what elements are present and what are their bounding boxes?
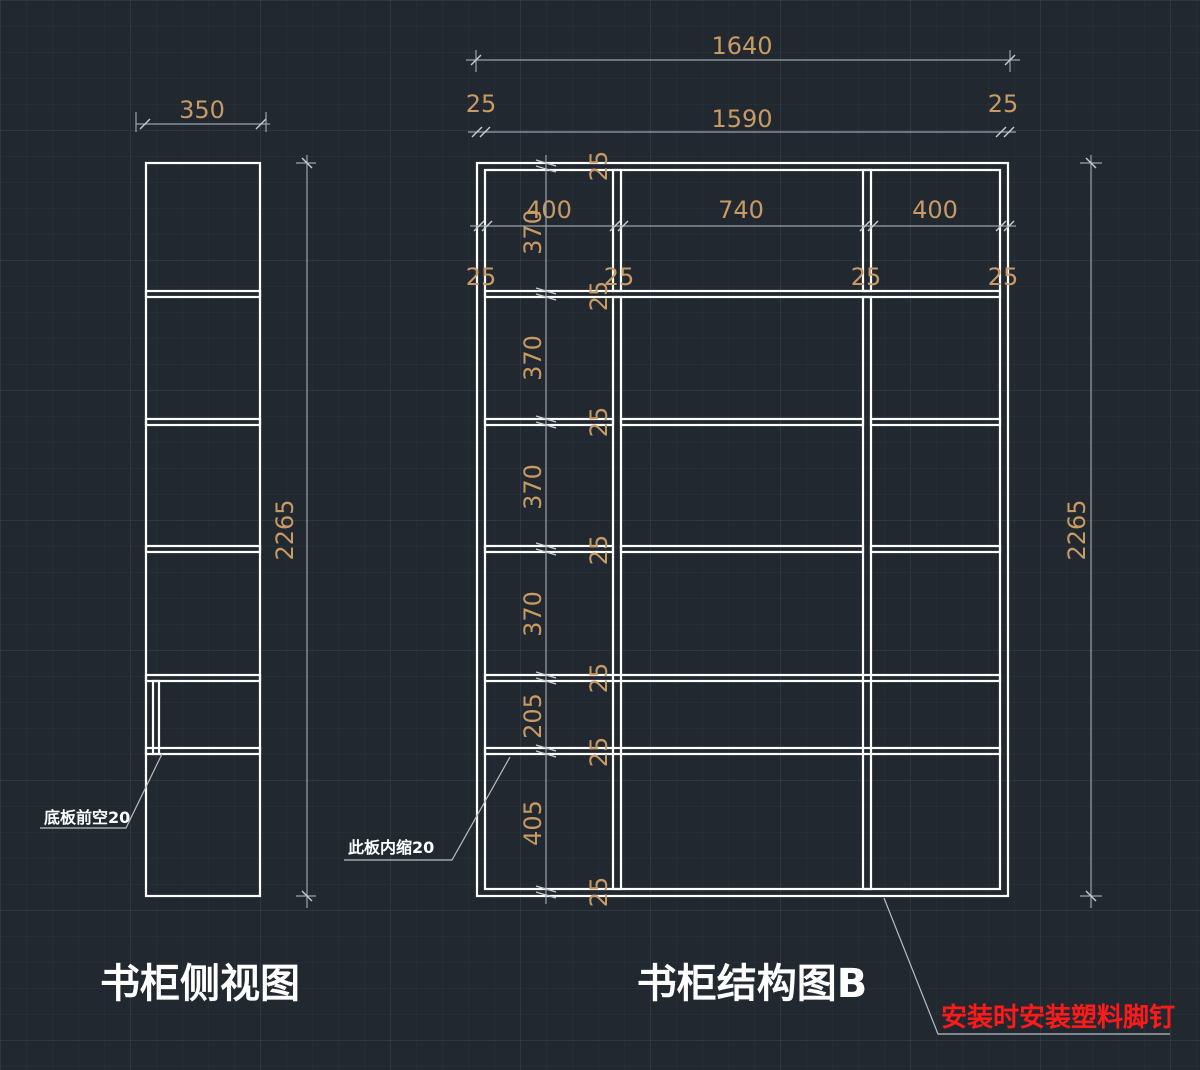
cabinet-outer-frame (475, 161, 1010, 898)
side-height-label: 2265 (271, 499, 299, 560)
column-thickness-label: 25 (604, 263, 635, 291)
side-shelf (144, 289, 262, 299)
shelf-board (483, 673, 1002, 683)
side-note-leader (40, 753, 163, 829)
shelf-board (483, 746, 1002, 756)
cabinet-inner-frame (483, 168, 1002, 891)
total-width-label: 1640 (711, 32, 772, 60)
side-panel-outline (144, 161, 262, 898)
column-thickness-label: 25 (466, 263, 497, 291)
right-side-thickness-label: 25 (988, 90, 1019, 118)
inner-width-label: 1590 (711, 105, 772, 133)
shelf-board (483, 417, 615, 427)
front-note-leader (344, 756, 511, 861)
shelf-thickness-label: 25 (585, 281, 613, 312)
row-height-label: 370 (519, 209, 547, 255)
row-height-label: 205 (519, 693, 547, 739)
side-shelf-bottom (144, 746, 262, 756)
shelf-board (619, 417, 865, 427)
side-width-label: 350 (179, 96, 225, 124)
warning-leader (883, 897, 1170, 1035)
column-thickness-label: 25 (988, 263, 1019, 291)
side-view: 350 2265 底板前空20 书柜侧视图 (40, 96, 316, 1007)
column-width-label: 740 (718, 196, 764, 224)
row-height-label: 370 (519, 591, 547, 637)
front-height-label: 2265 (1063, 499, 1091, 560)
column-dimension-ticks (473, 220, 1015, 232)
column-width-label: 400 (912, 196, 958, 224)
shelf-thickness-label: 25 (585, 663, 613, 694)
front-view: 1640 1590 25 25 (344, 32, 1175, 1035)
front-note-label: 此板内缩20 (348, 838, 434, 857)
row-height-label: 405 (519, 800, 547, 846)
side-view-title: 书柜侧视图 (100, 961, 300, 1007)
left-side-thickness-label: 25 (466, 90, 497, 118)
side-shelf (144, 673, 262, 683)
side-shelf (144, 417, 262, 427)
side-note-label: 底板前空20 (44, 808, 130, 827)
column-thickness-label: 25 (851, 263, 882, 291)
shelf-board (869, 544, 1002, 554)
row-dimension-ticks (535, 159, 557, 899)
shelf-thickness-label: 25 (585, 877, 613, 908)
row-height-label: 370 (519, 335, 547, 381)
shelf-thickness-label: 25 (585, 535, 613, 566)
side-shelf (144, 544, 262, 554)
installation-warning: 安装时安装塑料脚钉 (941, 1003, 1175, 1033)
shelf-thickness-label: 25 (585, 737, 613, 768)
shelf-thickness-label: 25 (585, 151, 613, 182)
shelf-board (869, 417, 1002, 427)
side-kick-board (151, 679, 161, 756)
front-view-title: 书柜结构图B (637, 961, 868, 1007)
shelf-board (483, 289, 1002, 299)
shelf-board (483, 544, 615, 554)
column-width-label: 400 (526, 196, 572, 224)
shelf-board (619, 544, 865, 554)
row-height-label: 370 (519, 464, 547, 510)
shelf-thickness-label: 25 (585, 407, 613, 438)
